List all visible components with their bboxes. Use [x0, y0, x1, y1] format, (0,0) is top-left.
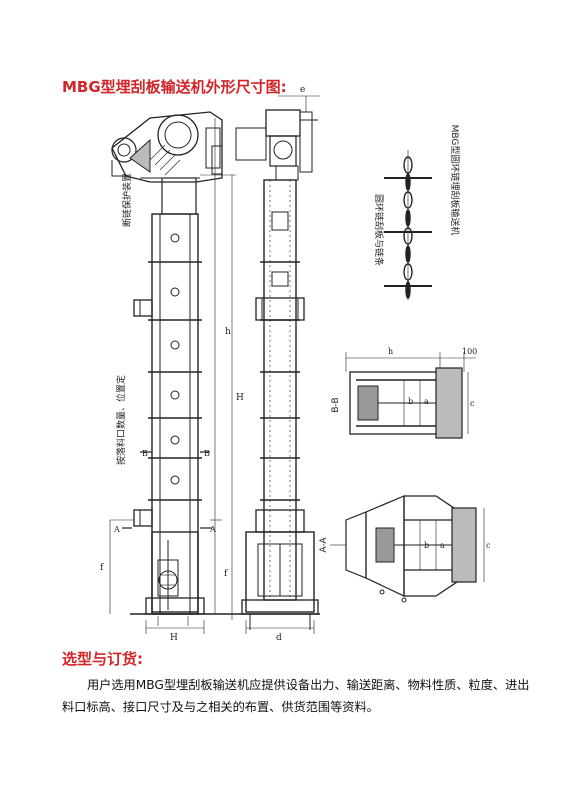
ordering-paragraph: 用户选用MBG型埋刮板输送机应提供设备出力、输送距离、物料性质、粒度、进出料口标… — [62, 678, 530, 714]
section-mark-A-right: A — [209, 525, 216, 534]
section-bb-label: B-B — [331, 397, 341, 412]
dim-h-label: h — [225, 327, 231, 337]
dim-h-label-bb: h — [388, 347, 393, 356]
dim-H-label: H — [170, 633, 178, 643]
side-elevation-view — [235, 95, 320, 634]
dim-H-label-right: H — [236, 393, 244, 403]
dim-b-label-aa: b — [424, 541, 429, 550]
dim-d-label: d — [276, 633, 282, 643]
dim-a-label-aa: a — [440, 541, 445, 550]
chain-scraper-detail — [384, 150, 432, 300]
dim-a-label-bb: a — [424, 397, 429, 406]
section-bb-view — [345, 352, 476, 439]
dim-e-label: e — [300, 85, 305, 95]
dim-b-label-bb: b — [408, 397, 413, 406]
inlet-position-label: 按落料口数量、位置定 — [115, 375, 127, 465]
front-elevation-view — [109, 111, 236, 634]
dim-c-label-aa: c — [486, 541, 491, 550]
dim-100-label: 100 — [462, 347, 477, 356]
chain-plate-label: 圆环链刮板与链条 — [373, 194, 385, 266]
dim-c-label-bb: c — [470, 399, 475, 408]
dim-f-label: f — [224, 569, 228, 579]
ordering-title: 选型与订货: — [62, 650, 143, 668]
drawing-title: MBG型埋刮板输送机外形尺寸图: — [62, 78, 287, 96]
machine-label: MBG型圆环链埋刮板输送机 — [449, 125, 461, 236]
tension-device-label: 断链保护装置 — [121, 173, 133, 227]
section-aa-label: A-A — [319, 537, 329, 553]
dim-f-label-left: f — [100, 563, 104, 573]
section-mark-A-left: A — [113, 525, 120, 534]
section-aa-view — [330, 495, 485, 603]
section-mark-B-left: B — [142, 449, 148, 458]
section-mark-B-right: B — [204, 449, 210, 458]
